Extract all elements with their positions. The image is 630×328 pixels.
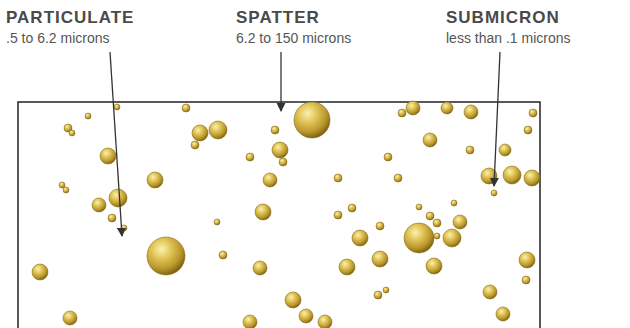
leader-line [280,52,281,111]
particle-sphere [318,315,332,328]
particle-sphere [253,261,267,275]
particle-sphere [334,174,342,182]
particle-sphere [299,309,313,323]
particle-sphere [85,113,91,119]
particle-sphere [404,223,434,253]
particle-sphere [63,311,77,325]
leader-line [110,52,122,236]
particle-sphere [192,125,208,141]
particle-sphere [334,211,342,219]
particle-sphere [529,109,537,117]
particle-sphere [519,252,535,268]
particle-sphere [59,182,65,188]
particle-sphere [522,276,530,284]
particle-sphere [352,230,368,246]
size-range-label: less than .1 microns [446,30,571,46]
particle-sphere [491,190,497,196]
particle-sphere [294,102,330,138]
particle-sphere [433,219,441,227]
particle-sphere [191,141,199,149]
particle-sphere [464,105,478,119]
particle-sphere [209,121,227,139]
particle-sphere [451,200,457,206]
particle-sphere [383,287,389,293]
particle-sphere [426,212,434,220]
particle-sphere [398,109,406,117]
particle-sphere [219,251,227,259]
particle-sphere [503,166,521,184]
particle-sphere [92,198,106,212]
particle-sphere [147,237,185,275]
particle-sphere [246,153,254,161]
particle-spheres [32,101,540,328]
leader-line [494,52,500,186]
particle-sphere [374,291,382,299]
sample-frame [18,102,540,328]
particle-sphere [499,144,511,156]
particle-sphere [108,214,116,222]
particle-sphere [524,170,540,186]
particle-sphere [63,187,69,193]
particle-sphere [279,158,287,166]
particle-sphere [147,172,163,188]
particle-sphere [109,189,127,207]
particle-sphere [524,126,532,134]
particle-sphere [483,285,497,299]
particle-sphere [69,130,75,136]
particle-sphere [394,174,402,182]
particle-sphere [416,204,422,210]
particle-sphere [376,222,384,230]
particle-sphere [32,264,48,280]
particle-sphere [182,104,190,112]
particle-sphere [271,126,279,134]
particle-sphere [443,229,461,247]
particle-sphere [434,233,440,239]
particle-sphere [114,104,120,110]
particle-sphere [255,204,271,220]
particle-sphere [372,251,388,267]
size-range-label: 6.2 to 150 microns [236,30,351,46]
particle-sphere [243,315,257,328]
particle-sphere [453,215,467,229]
category-label: SUBMICRON [446,8,560,28]
particle-sphere [496,307,510,321]
particle-sphere [348,204,356,212]
particle-sphere [285,292,301,308]
particle-sphere [466,146,474,154]
size-range-label: .5 to 6.2 microns [6,30,110,46]
particle-sphere [441,102,453,114]
particle-sphere [214,219,220,225]
category-label: SPATTER [236,8,320,28]
particle-sphere [426,258,442,274]
category-label: PARTICULATE [6,8,134,28]
particle-sphere [272,142,288,158]
particle-sphere [406,101,420,115]
particle-sphere [263,173,277,187]
particle-sphere [339,259,355,275]
particle-sphere [384,153,392,161]
particle-sphere [100,148,116,164]
particle-sphere [423,133,437,147]
